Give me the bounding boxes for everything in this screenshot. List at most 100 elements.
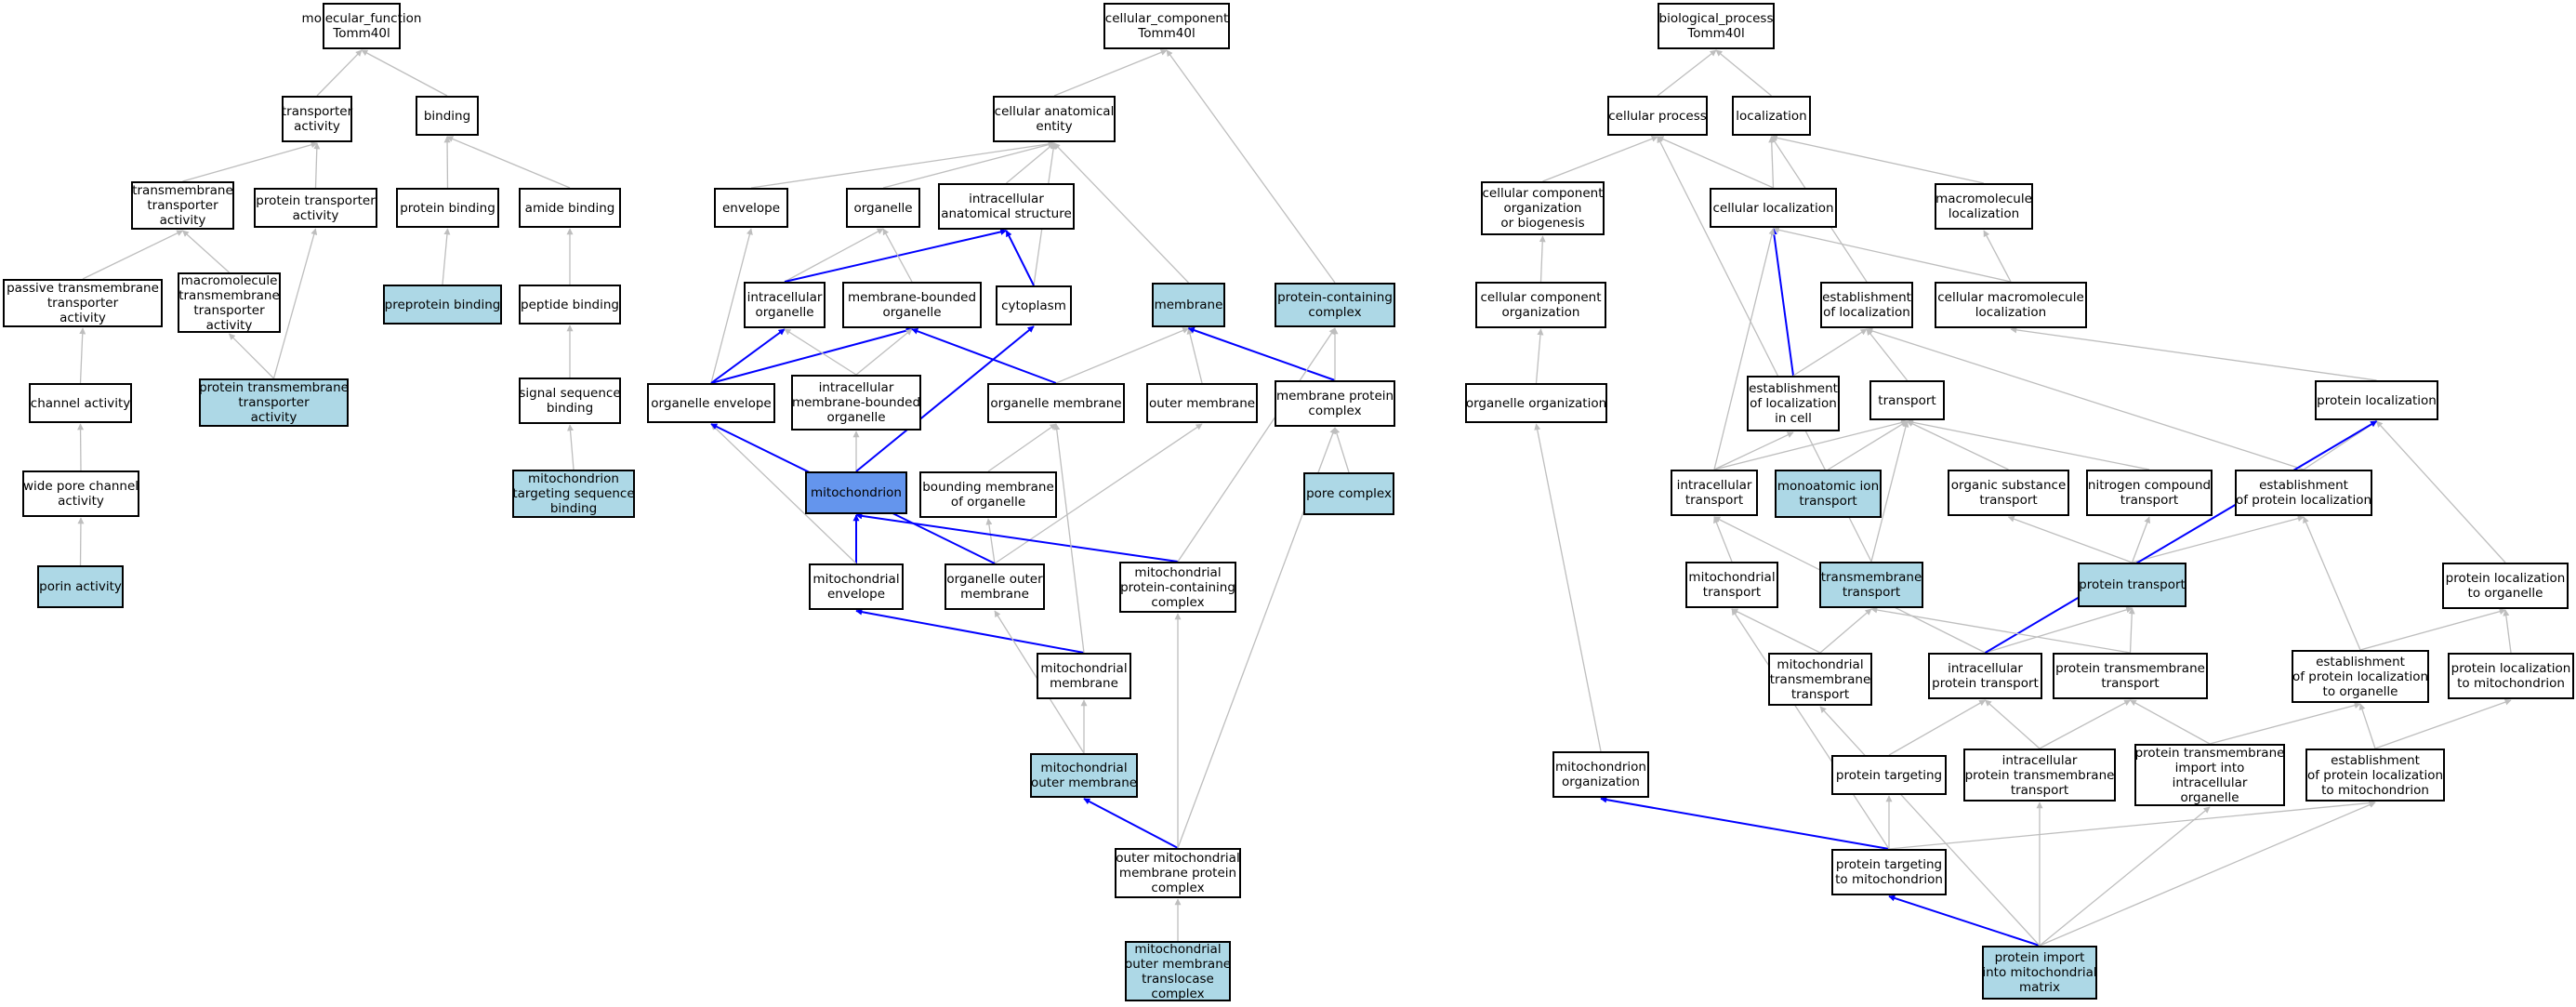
term-mitochondrion[interactable]: mitochondrion [805,471,907,514]
term-mitochondrial-transmembrane-transport[interactable]: mitochondrial transmembrane transport [1768,653,1872,706]
term-protein-binding[interactable]: protein binding [396,188,499,228]
term-cellular-macromolecule-localization[interactable]: cellular macromolecule localization [1935,282,2087,328]
term-transmembrane-transporter-activity[interactable]: transmembrane transporter activity [131,181,234,230]
edge-est_localization_in_cell-to-establishment_localization [1792,328,1868,377]
term-macromolecule-localization[interactable]: macromolecule localization [1935,183,2033,230]
term-cytoplasm[interactable]: cytoplasm [996,285,1072,325]
term-membrane-bounded-organelle[interactable]: membrane-bounded organelle [842,282,982,328]
edge-transporter_activity-to-mf_root [316,49,363,97]
edge-mito_organization-to-organelle_organization [1534,423,1602,752]
term-establishment-of-protein-localization-to-mitochondrion[interactable]: establishment of protein localization to… [2305,749,2445,802]
term-mitochondrial-envelope[interactable]: mitochondrial envelope [809,563,904,610]
term-mitochondrion-organization[interactable]: mitochondrion organization [1552,751,1649,798]
term-porin-activity[interactable]: porin activity [37,565,124,608]
term-passive-transmembrane-transporter-activity[interactable]: passive transmembrane transporter activi… [3,279,163,327]
term-membrane-protein-complex[interactable]: membrane protein complex [1275,380,1395,427]
edge-protein_binding-to-binding [443,136,451,189]
edge-amide_binding-to-binding [446,136,571,189]
term-nitrogen-compound-transport[interactable]: nitrogen compound transport [2086,470,2213,516]
term-intracellular-anatomical-structure[interactable]: intracellular anatomical structure [938,183,1075,230]
term-organelle-membrane[interactable]: organelle membrane [987,383,1125,423]
term-localization[interactable]: localization [1732,96,1811,136]
term-bounding-membrane-of-organelle[interactable]: bounding membrane of organelle [919,471,1057,518]
term-protein-transmembrane-transport[interactable]: protein transmembrane transport [2053,653,2208,699]
term-channel-activity[interactable]: channel activity [29,383,132,423]
term-organelle[interactable]: organelle [846,188,920,228]
term-mitochondrial-transport[interactable]: mitochondrial transport [1685,562,1778,608]
edge-protein_tm_transport-to-protein_transport [2128,607,2135,654]
term-intracellular-organelle[interactable]: intracellular organelle [744,282,826,328]
term-cellular-component-organization[interactable]: cellular component organization [1475,282,1606,328]
term-preprotein-binding[interactable]: preprotein binding [383,285,502,325]
edge-protein_import_matrix-to-protein_tm_import_organelle [2039,806,2211,947]
term-organic-substance-transport[interactable]: organic substance transport [1948,470,2069,516]
term-protein-import-into-mitochondrial-matrix[interactable]: protein import into mitochondrial matrix [1982,946,2097,1000]
term-mitochondrial-outer-membrane-translocase-complex[interactable]: mitochondrial outer membrane translocase… [1124,941,1232,1001]
edge-monoatomic_ion_transport-to-transport [1828,420,1909,470]
term-peptide-binding[interactable]: peptide binding [519,285,621,325]
term-mitochondrial-membrane[interactable]: mitochondrial membrane [1037,653,1131,699]
term-establishment-of-protein-localization-to-organelle[interactable]: establishment of protein localization to… [2292,650,2429,703]
term-protein-containing-complex[interactable]: protein-containing complex [1275,283,1395,327]
term-cellular-component-organization-or-biogenesis[interactable]: cellular component organization or bioge… [1481,181,1605,235]
term-intracellular-protein-transmembrane-transport[interactable]: intracellular protein transmembrane tran… [1963,749,2116,802]
edge-passive_tm_transporter-to-tm_transporter_activity [82,230,184,280]
term-envelope[interactable]: envelope [714,188,788,228]
edge-protein_loc_organelle-to-protein_localization [2376,420,2506,563]
edge-protein_import_matrix-to-mito_tm_transport [1819,706,2041,947]
edge-organelle_envelope-to-intracellular_organelle [710,328,786,384]
term-pore-complex[interactable]: pore complex [1303,472,1394,515]
term-organelle-organization[interactable]: organelle organization [1465,383,1607,423]
edge-est_protein_loc_mitochondrion-to-est_protein_loc_organelle [2358,703,2376,749]
term-protein-targeting-to-mitochondrion[interactable]: protein targeting to mitochondrion [1831,849,1947,895]
term-membrane[interactable]: membrane [1152,283,1225,327]
term-transmembrane-transport[interactable]: transmembrane transport [1819,562,1923,608]
term-protein-transmembrane-transporter-activity[interactable]: protein transmembrane transporter activi… [199,378,349,427]
term-intracellular-transport[interactable]: intracellular transport [1671,470,1758,516]
term-outer-membrane[interactable]: outer membrane [1146,383,1258,423]
term-amide-binding[interactable]: amide binding [519,188,621,228]
term-establishment-of-protein-localization[interactable]: establishment of protein localization [2235,470,2372,516]
term-cellular-localization[interactable]: cellular localization [1710,188,1837,228]
term-cellular-process[interactable]: cellular process [1607,96,1708,136]
term-protein-localization[interactable]: protein localization [2315,380,2438,420]
edge-outer_mito_mp_complex-to-mito_outer_membrane [1083,798,1179,849]
term-mitochondrial-protein-containing-complex[interactable]: mitochondrial protein-containing complex [1119,562,1236,613]
term-protein-targeting[interactable]: protein targeting [1831,755,1947,795]
term-protein-transmembrane-import-into-intracellular-organelle[interactable]: protein transmembrane import into intrac… [2134,744,2285,806]
term-monoatomic-ion-transport[interactable]: monoatomic ion transport [1775,470,1882,518]
term-molecular-function-root[interactable]: molecular_function Tomm40l [302,3,421,49]
edge-intracellular_organelle-to-organelle [784,228,884,283]
edge-protein_import_matrix-to-est_protein_loc_mitochondrion [2039,802,2376,947]
term-mitochondrial-outer-membrane[interactable]: mitochondrial outer membrane [1030,753,1138,798]
term-wide-pore-channel-activity[interactable]: wide pore channel activity [22,470,139,517]
term-organelle-envelope[interactable]: organelle envelope [647,383,775,423]
term-biological-process-root[interactable]: biological_process Tomm40l [1658,3,1775,49]
edge-est_protein_loc_mitochondrion-to-protein_loc_mitochondrion [2374,698,2512,749]
edge-protein_import_matrix-to-protein_targeting_mitochondrion [1888,894,2041,947]
term-transporter-activity[interactable]: transporter activity [282,96,352,142]
term-organelle-outer-membrane[interactable]: organelle outer membrane [945,563,1045,610]
term-intracellular-membrane-bounded-organelle[interactable]: intracellular membrane-bounded organelle [791,375,921,431]
term-protein-transport[interactable]: protein transport [2078,563,2186,607]
term-macromolecule-transmembrane-transporter-activity[interactable]: macromolecule transmembrane transporter … [178,272,281,333]
term-protein-transporter-activity[interactable]: protein transporter activity [254,188,377,228]
term-binding[interactable]: binding [416,96,479,136]
term-signal-sequence-binding[interactable]: signal sequence binding [519,378,621,424]
edge-mito_targeting_seq_binding-to-signal_sequence_binding [567,424,575,470]
term-cellular-component-root[interactable]: cellular_component Tomm40l [1103,3,1230,49]
term-establishment-of-localization[interactable]: establishment of localization [1820,282,1913,328]
term-mitochondrion-targeting-sequence-binding[interactable]: mitochondrion targeting sequence binding [512,470,635,518]
term-establishment-of-localization-in-cell[interactable]: establishment of localization in cell [1747,376,1840,431]
edge-membrane-to-cellular_anatomical_entity [1053,142,1189,284]
edge-protein_tm_transporter-to-protein_transporter_activity [272,228,318,379]
term-protein-localization-to-mitochondrion[interactable]: protein localization to mitochondrion [2448,653,2574,699]
term-intracellular-protein-transport[interactable]: intracellular protein transport [1928,653,2042,699]
edge-intracellular_mb_organelle-to-membrane_bounded_organelle [855,328,913,376]
term-cellular-anatomical-entity[interactable]: cellular anatomical entity [993,96,1116,142]
term-transport[interactable]: transport [1869,380,1945,420]
term-outer-mitochondrial-membrane-protein-complex[interactable]: outer mitochondrial membrane protein com… [1115,848,1241,898]
term-protein-localization-to-organelle[interactable]: protein localization to organelle [2442,563,2569,609]
